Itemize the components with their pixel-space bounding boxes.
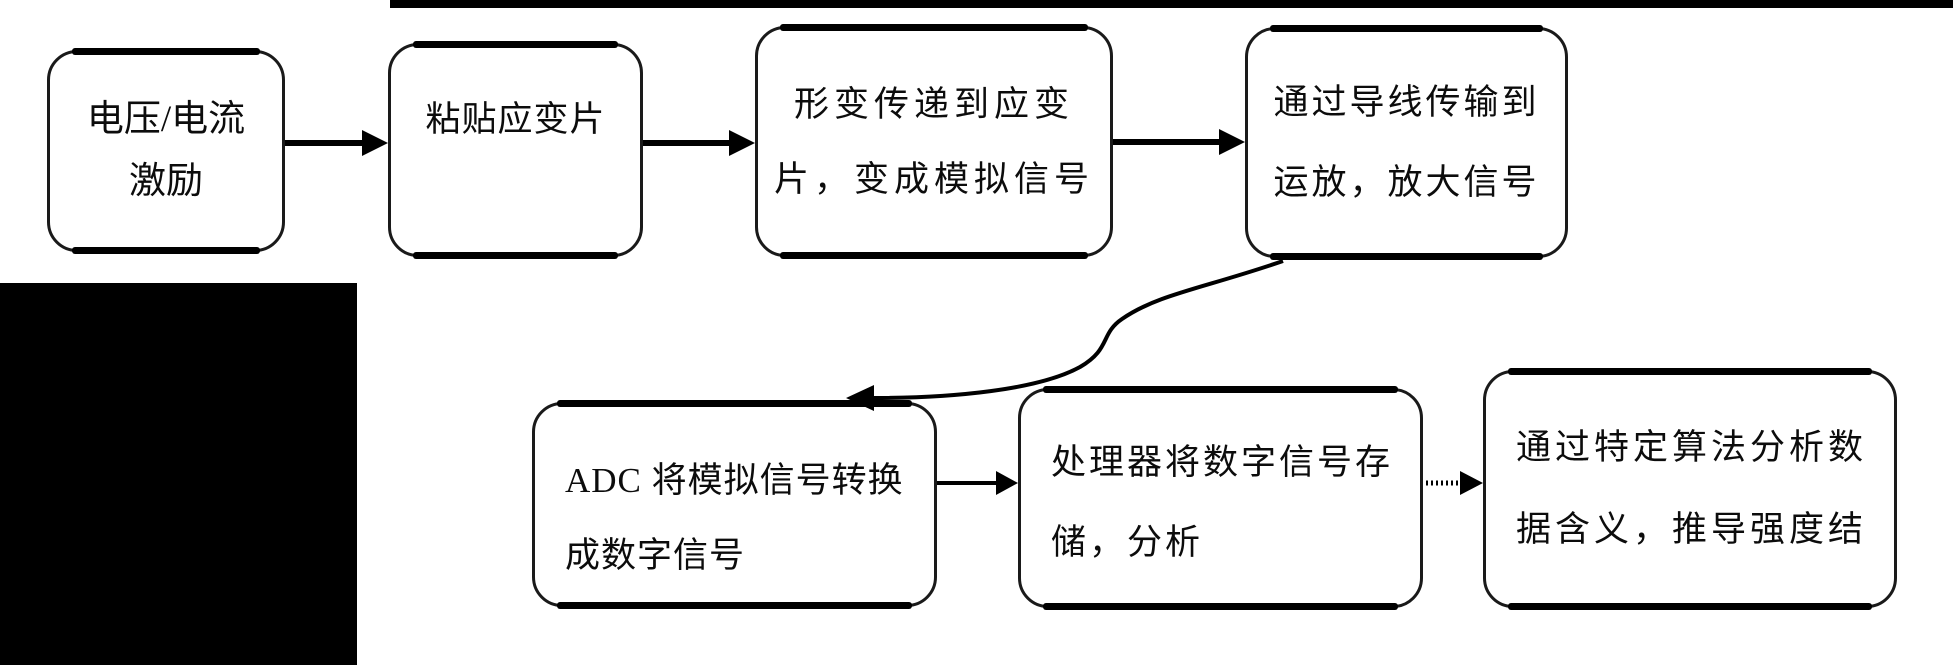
redaction-block [0, 283, 357, 665]
arrow-gauge-to-deformation-icon [643, 130, 755, 156]
box-text-line: 电压/电流 [86, 99, 246, 140]
box-text-line: 激励 [129, 161, 203, 202]
box-text-line: 粘贴应变片 [425, 100, 606, 139]
flow-box-strain-gauge: 粘贴应变片 [388, 41, 643, 259]
box-text-line: 成数字信号 [565, 535, 746, 575]
box-text-line: 通过特定算法分析数 [1516, 428, 1868, 467]
flow-box-adc: ADC 将模拟信号转换 成数字信号 [532, 400, 937, 609]
flow-box-deformation: 形变传递到应变 片，变成模拟信号 [755, 24, 1113, 259]
flow-box-excitation: 电压/电流 激励 [47, 48, 285, 254]
box-text-line: 形变传递到应变 [793, 84, 1074, 124]
flow-box-algorithm: 通过特定算法分析数 据含义，推导强度结 [1483, 368, 1897, 610]
flow-box-processor: 处理器将数字信号存 储，分析 [1018, 386, 1423, 610]
box-text-line: 处理器将数字信号存 [1051, 443, 1394, 482]
box-text-line: ADC 将模拟信号转换 [565, 460, 904, 500]
box-text-line: 储，分析 [1051, 523, 1204, 562]
box-text-line: 据含义，推导强度结 [1516, 510, 1868, 549]
box-text-line: 通过导线传输到 [1273, 82, 1540, 122]
arrow-excitation-to-gauge-icon [285, 130, 388, 156]
arrow-adc-to-processor-icon [937, 471, 1018, 495]
box-text-line: 运放，放大信号 [1273, 162, 1540, 202]
box-text-line: 片，变成模拟信号 [773, 159, 1094, 199]
flow-box-opamp: 通过导线传输到 运放，放大信号 [1245, 25, 1568, 260]
arrow-deformation-to-opamp-icon [1113, 129, 1245, 155]
top-rule-line [390, 0, 1953, 8]
dotted-arrow-processor-to-algorithm-icon [1426, 471, 1483, 495]
